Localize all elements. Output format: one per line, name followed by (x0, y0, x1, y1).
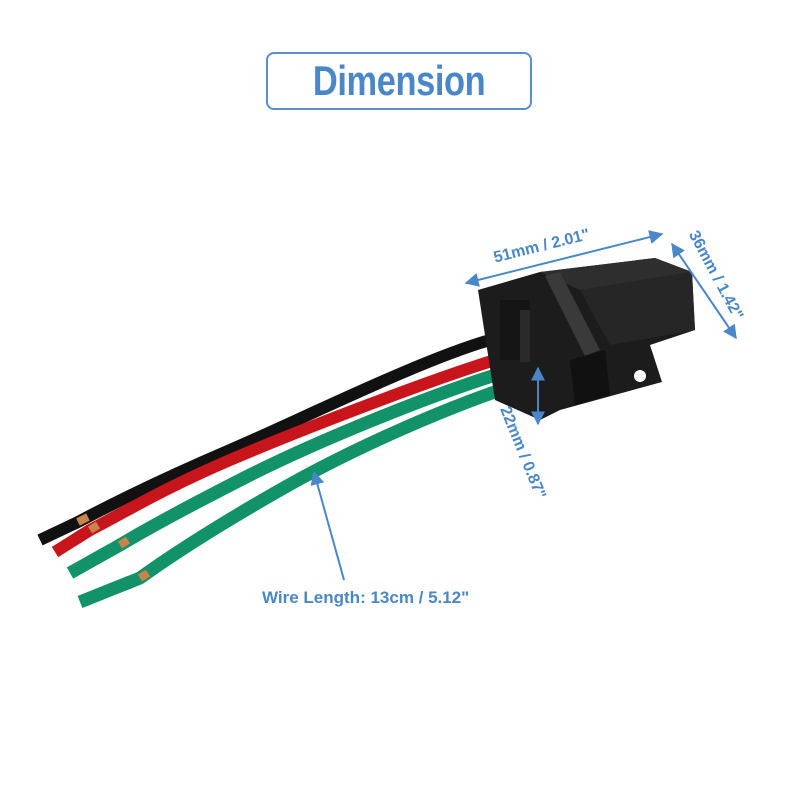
red-wire-copper (87, 521, 101, 534)
green-wire-2-copper (137, 569, 151, 582)
depth-dimension-arrow (671, 242, 737, 340)
green-wire-1-copper (117, 536, 131, 549)
length-dimension-arrow (464, 230, 664, 287)
connector-housing (478, 258, 695, 420)
green-wire-1-tip (66, 539, 124, 579)
green-wire-1 (113, 365, 512, 552)
title-badge: Dimension (266, 52, 532, 110)
black-wire-copper (76, 513, 90, 526)
wire-length-label: Wire Length: 13cm / 5.12" (262, 588, 470, 607)
black-wire (72, 334, 496, 528)
wire-bundle (37, 334, 519, 609)
red-wire (84, 354, 501, 536)
title-text: Dimension (312, 57, 486, 104)
wire-length-pointer (310, 470, 345, 581)
red-wire-tip (51, 524, 94, 558)
green-wire-2 (133, 379, 519, 585)
green-wire-2-tip (77, 571, 143, 609)
black-wire-tip (37, 516, 81, 546)
